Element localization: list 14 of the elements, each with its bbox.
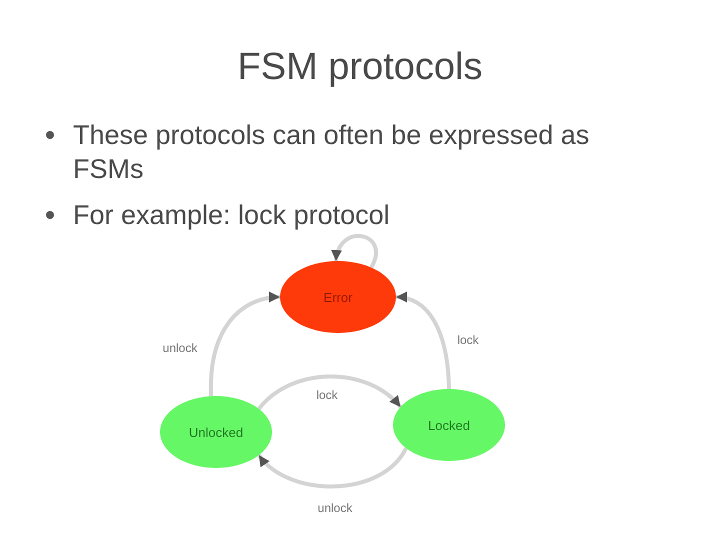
arrow <box>332 234 378 268</box>
edge-label: unlock <box>160 341 200 355</box>
arrow <box>257 447 408 488</box>
bullet-text: For example: lock protocol <box>73 199 391 232</box>
bullet-text: These protocols can often be expressed as FSMs <box>73 119 590 186</box>
state-label: Error <box>324 290 352 304</box>
edge-label: lock <box>455 333 481 347</box>
state-label: Locked <box>428 418 470 432</box>
state-label: Unlocked <box>188 424 244 440</box>
edge-label: unlock <box>316 501 354 515</box>
arrow <box>209 292 280 396</box>
edge-label: lock <box>314 388 340 402</box>
arrow <box>396 292 451 390</box>
title: FSM protocols <box>238 45 482 90</box>
